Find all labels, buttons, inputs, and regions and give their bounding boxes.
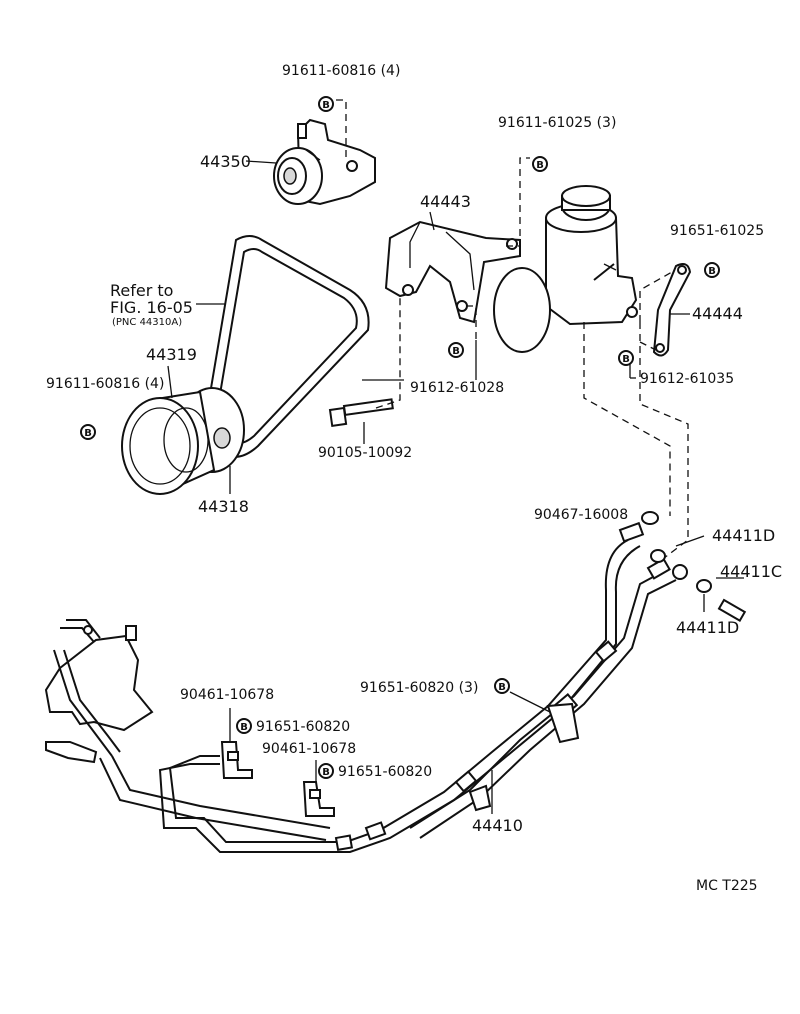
label-bolt-pulley: 91611-60816 (4) — [46, 376, 164, 392]
svg-text:B: B — [322, 100, 330, 111]
label-diagram-code: MC T225 — [696, 878, 758, 894]
clamp-2 — [302, 781, 335, 817]
clamp-1 — [220, 741, 253, 779]
label-idler-pulley: 44350 — [200, 152, 251, 171]
label-gasket-d1: 44411D — [712, 526, 775, 545]
label-pulley-part: 44319 — [146, 345, 197, 364]
label-bolt-long: 90105-10092 — [318, 445, 412, 461]
label-clamp1-bolt: 91651-60820 — [256, 719, 350, 735]
label-refer-to: Refer to — [110, 281, 173, 300]
bolt-marker-7: B — [494, 678, 510, 694]
label-clamp1: 90461-10678 — [180, 687, 274, 703]
label-pump-pulley: 44318 — [198, 497, 249, 516]
label-bolt-pump: 91611-61025 (3) — [498, 115, 616, 131]
label-union-bolt: 90467-16008 — [534, 507, 628, 523]
svg-text:B: B — [708, 266, 716, 277]
pump-pulley-assembly — [121, 387, 245, 495]
svg-text:B: B — [536, 160, 544, 171]
pump-bracket — [384, 220, 521, 324]
label-clamp2-bolt: 91651-60820 — [338, 764, 432, 780]
clamp-3 — [468, 702, 580, 812]
label-bolt-stay: 91651-61025 — [670, 223, 764, 239]
bolt-marker-3: B — [704, 262, 720, 278]
svg-text:B: B — [498, 682, 506, 693]
svg-text:B: B — [622, 354, 630, 365]
label-hose-assy: 44410 — [472, 816, 523, 835]
bolt-marker-2: B — [532, 156, 548, 172]
idler-pulley-assembly — [273, 118, 376, 206]
svg-text:B: B — [84, 428, 92, 439]
bolt-marker-4: B — [448, 342, 464, 358]
bolt-marker-6: B — [80, 424, 96, 440]
label-nut-stay: 91612-61035 — [640, 371, 734, 387]
bolt-marker-9: B — [318, 763, 334, 779]
label-bolt-top: 91611-60816 (4) — [282, 63, 400, 79]
label-nut-bracket: 91612-61028 — [410, 380, 504, 396]
bolt-marker-5: B — [618, 350, 634, 366]
pump-stay — [652, 263, 692, 357]
label-gasket-d2: 44411D — [676, 618, 739, 637]
label-pnc-ref: (PNC 44310A) — [112, 317, 182, 328]
svg-text:B: B — [322, 767, 330, 778]
label-fig-ref: FIG. 16-05 — [110, 298, 193, 317]
bolt-marker-8: B — [236, 718, 252, 734]
bolt-marker-1: B — [318, 96, 334, 112]
power-steering-pump — [493, 185, 638, 353]
label-clamp-bolts: 91651-60820 (3) — [360, 680, 478, 696]
label-union-c: 44411C — [720, 562, 782, 581]
label-bracket: 44443 — [420, 192, 471, 211]
label-clamp2: 90461-10678 — [262, 741, 356, 757]
long-bolt — [328, 398, 394, 427]
svg-text:B: B — [240, 722, 248, 733]
steering-gear-box — [44, 619, 154, 764]
svg-text:B: B — [452, 346, 460, 357]
label-stay: 44444 — [692, 304, 743, 323]
